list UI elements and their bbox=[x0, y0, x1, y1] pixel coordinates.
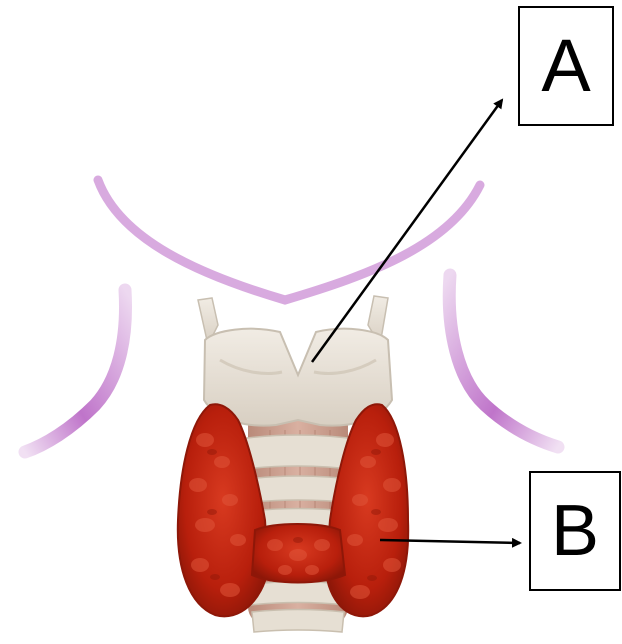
thyroid-cartilage bbox=[198, 296, 392, 426]
neck-left-contour bbox=[25, 290, 126, 452]
neck-right-contour bbox=[449, 275, 558, 447]
label-b-text: B bbox=[551, 495, 599, 567]
label-box-a: A bbox=[518, 6, 614, 126]
label-box-b: B bbox=[529, 471, 621, 591]
arrow-a bbox=[312, 100, 502, 362]
label-a-text: A bbox=[541, 29, 590, 103]
jaw-line bbox=[98, 180, 480, 300]
